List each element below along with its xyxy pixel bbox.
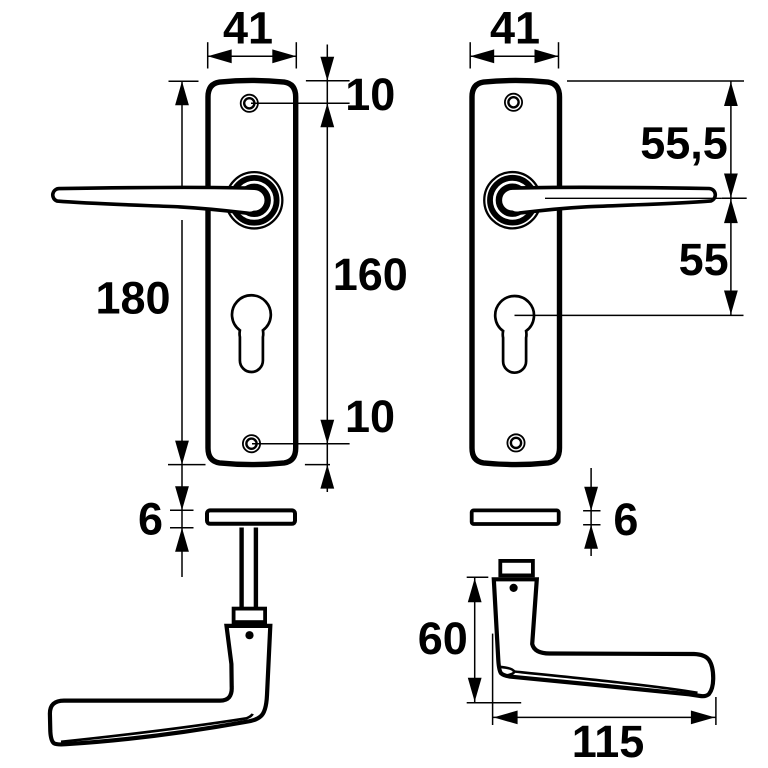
svg-text:10: 10 — [345, 391, 395, 442]
svg-text:6: 6 — [613, 494, 638, 545]
svg-text:60: 60 — [418, 613, 468, 664]
svg-text:115: 115 — [572, 716, 645, 767]
svg-text:55,5: 55,5 — [640, 117, 728, 168]
svg-text:10: 10 — [345, 69, 395, 120]
svg-text:41: 41 — [490, 3, 540, 54]
svg-text:41: 41 — [223, 3, 273, 54]
svg-text:55: 55 — [679, 234, 729, 285]
svg-text:160: 160 — [333, 249, 408, 300]
svg-text:6: 6 — [138, 494, 163, 545]
svg-text:180: 180 — [95, 272, 170, 323]
